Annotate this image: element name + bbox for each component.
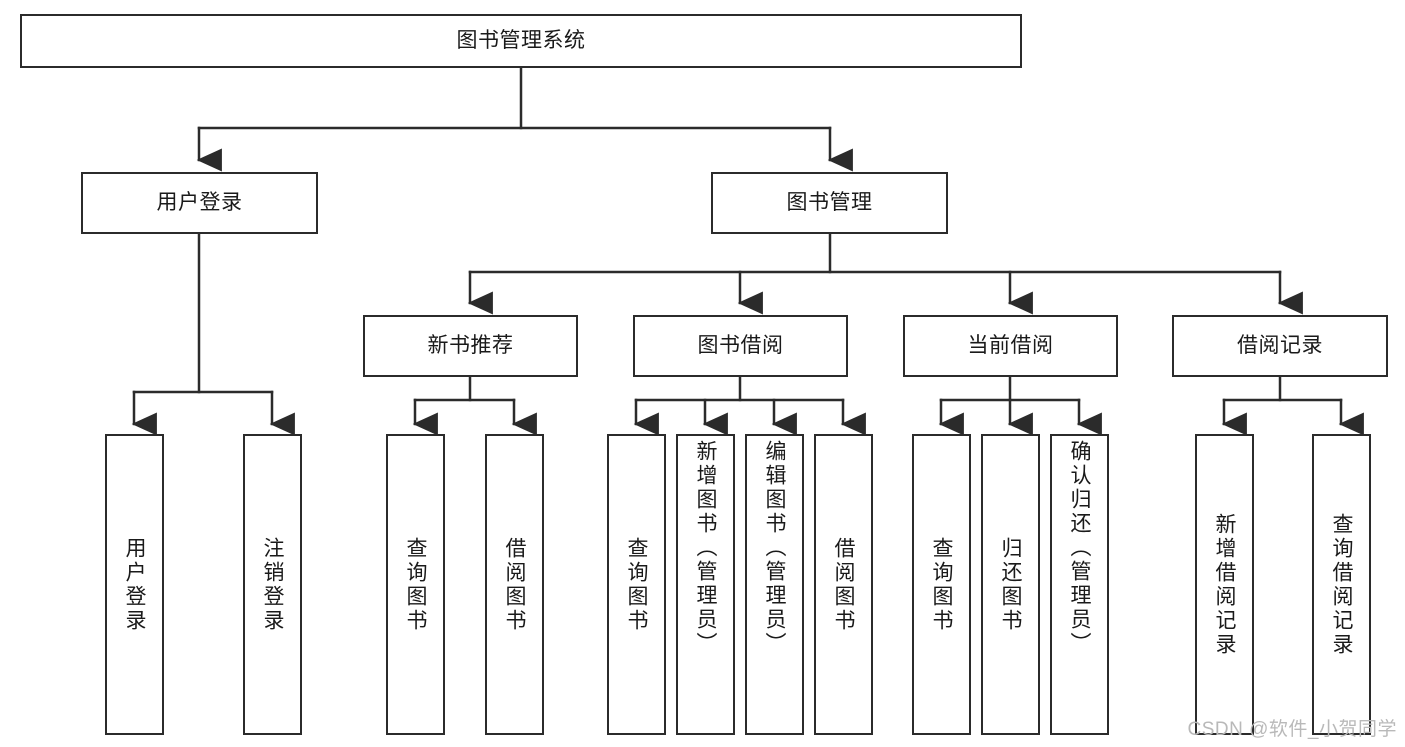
node-user-login[interactable]: 用户登录 [81,172,318,234]
node-leaf-borrow-book-2-label: 借阅图书 [832,536,855,633]
node-leaf-query-record[interactable]: 查询借阅记录 [1312,434,1371,735]
node-leaf-borrow-book-1[interactable]: 借阅图书 [485,434,544,735]
node-leaf-user-login-label: 用户登录 [123,536,146,633]
node-leaf-edit-book[interactable]: 编辑图书（管理员） [745,434,804,735]
node-leaf-borrow-book-2[interactable]: 借阅图书 [814,434,873,735]
node-borrow-record[interactable]: 借阅记录 [1172,315,1388,377]
node-root[interactable]: 图书管理系统 [20,14,1022,68]
node-leaf-add-record[interactable]: 新增借阅记录 [1195,434,1254,735]
node-leaf-query-book-1-label: 查询图书 [404,536,427,633]
node-leaf-query-book-1[interactable]: 查询图书 [386,434,445,735]
node-leaf-edit-book-label: 编辑图书（管理员） [763,440,786,656]
node-leaf-query-book-2[interactable]: 查询图书 [607,434,666,735]
node-book-manage[interactable]: 图书管理 [711,172,948,234]
node-root-label: 图书管理系统 [456,28,586,52]
node-user-login-label: 用户登录 [156,190,243,214]
node-leaf-add-book[interactable]: 新增图书（管理员） [676,434,735,735]
node-leaf-user-logout-label: 注销登录 [261,536,284,633]
node-book-borrow[interactable]: 图书借阅 [633,315,848,377]
node-leaf-user-logout[interactable]: 注销登录 [243,434,302,735]
node-leaf-borrow-book-1-label: 借阅图书 [503,536,526,633]
node-leaf-return-book-label: 归还图书 [999,536,1022,633]
node-new-book-rec-label: 新书推荐 [427,333,514,357]
node-leaf-return-book[interactable]: 归还图书 [981,434,1040,735]
node-new-book-rec[interactable]: 新书推荐 [363,315,578,377]
node-current-borrow[interactable]: 当前借阅 [903,315,1118,377]
node-leaf-query-book-3-label: 查询图书 [930,536,953,633]
csdn-watermark: CSDN @软件_小贺同学 [1187,719,1397,740]
node-book-borrow-label: 图书借阅 [697,333,784,357]
node-leaf-confirm-return-label: 确认归还（管理员） [1068,440,1091,656]
node-leaf-query-book-3[interactable]: 查询图书 [912,434,971,735]
node-current-borrow-label: 当前借阅 [967,333,1054,357]
node-leaf-user-login[interactable]: 用户登录 [105,434,164,735]
node-leaf-add-record-label: 新增借阅记录 [1213,512,1236,657]
node-book-manage-label: 图书管理 [786,190,873,214]
node-borrow-record-label: 借阅记录 [1237,333,1323,357]
node-leaf-query-book-2-label: 查询图书 [625,536,648,633]
node-leaf-confirm-return[interactable]: 确认归还（管理员） [1050,434,1109,735]
node-leaf-query-record-label: 查询借阅记录 [1330,512,1353,657]
node-leaf-add-book-label: 新增图书（管理员） [694,440,717,656]
